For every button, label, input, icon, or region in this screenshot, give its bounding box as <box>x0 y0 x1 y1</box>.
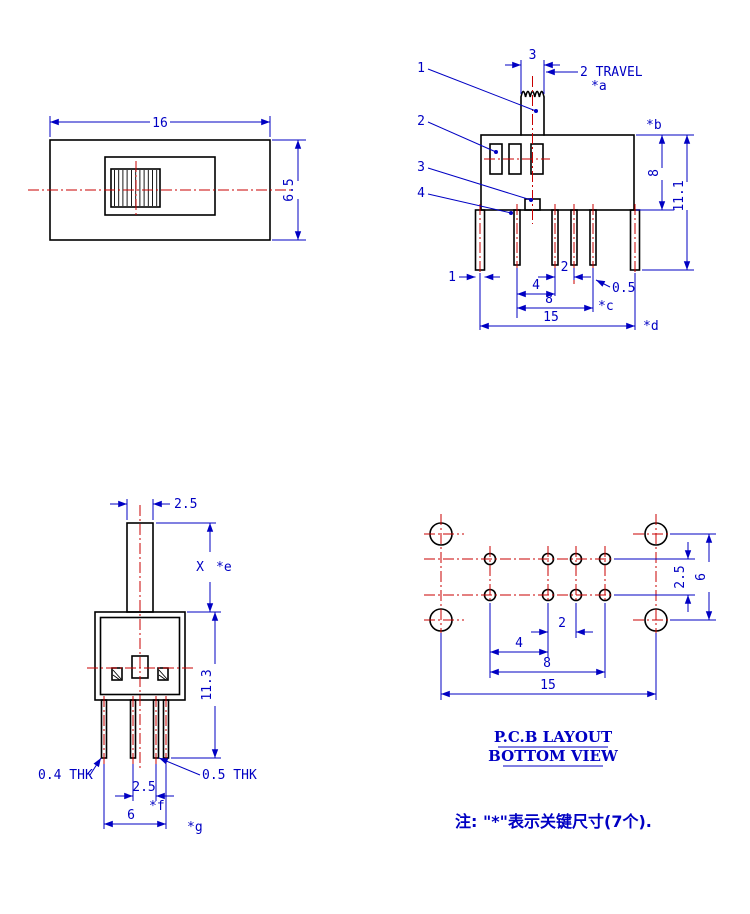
key-dimension-note: 注: "*"表示关键尺寸(7个). <box>455 812 652 831</box>
pcb-layout-view: 2.5 6 2 4 8 15 P.C.B LAYOUT BOTTOM VIEW <box>424 514 716 767</box>
dim-total-height: 11.1 <box>672 180 687 211</box>
dim-pin-row-pitch: 2.5 <box>132 780 155 795</box>
dim-body-height: 8 <box>647 169 662 177</box>
dim-hole-pitch-2: 2 <box>558 616 566 631</box>
dim-bracket-thk: 0.4 THK <box>38 768 93 783</box>
pcb-title-line1: P.C.B LAYOUT <box>494 728 613 746</box>
dim-pin-pitch-4: 4 <box>532 278 540 293</box>
part-label-2: 2 <box>417 114 425 129</box>
pcb-centerlines <box>424 514 672 640</box>
top-view-dimensions: 16 6.5 <box>49 116 306 241</box>
dim-top-width: 16 <box>152 116 168 131</box>
knob-hatch <box>114 170 158 206</box>
dim-bracket-pitch: 6 <box>127 808 135 823</box>
front-view: 1 2 3 4 3 2 TRAVEL *a *b 8 11.1 <box>417 48 694 334</box>
part-label-1: 1 <box>417 61 425 76</box>
key-dim-b: *b <box>646 118 662 133</box>
side-view-centerlines <box>87 505 193 770</box>
front-view-part-labels: 1 2 3 4 <box>417 61 538 215</box>
dim-hole-span-8: 8 <box>543 656 551 671</box>
key-dim-a: *a <box>591 79 607 94</box>
top-view-centerlines <box>28 161 292 215</box>
dim-knob-width: 3 <box>529 48 537 63</box>
dim-pin-thk: 0.5 THK <box>202 768 257 783</box>
key-dim-e: *e <box>216 560 232 575</box>
dim-travel: 2 TRAVEL <box>580 65 643 80</box>
dim-hole-span-15: 15 <box>540 678 556 693</box>
dim-row-pitch: 2.5 <box>673 565 688 588</box>
dim-pin-width: 0.5 <box>612 281 635 296</box>
side-view-dimensions: 2.5 X *e 11.3 0.4 THK 0.5 THK 2.5 *f 6 *… <box>38 497 257 835</box>
pcb-title-line2: BOTTOM VIEW <box>488 747 619 765</box>
front-view-dimensions: 3 2 TRAVEL *a *b 8 11.1 1 2 4 8 *c 1 <box>448 48 694 334</box>
dim-knob-thickness: 2.5 <box>174 497 197 512</box>
pcb-dimensions: 2.5 6 2 4 8 15 <box>440 533 716 700</box>
front-view-outline <box>474 90 641 271</box>
dim-bracket-width: 1 <box>448 270 456 285</box>
pcb-title: P.C.B LAYOUT BOTTOM VIEW <box>488 728 619 767</box>
dim-bracket-row-pitch: 6 <box>694 573 709 581</box>
part-label-3: 3 <box>417 160 425 175</box>
dim-overall-15: 15 <box>543 310 559 325</box>
part-label-4: 4 <box>417 186 425 201</box>
key-dim-f: *f <box>149 799 165 814</box>
dim-knob-height-x: X <box>196 560 204 575</box>
side-view: 2.5 X *e 11.3 0.4 THK 0.5 THK 2.5 *f 6 *… <box>38 497 257 835</box>
dim-hole-pitch-4: 4 <box>515 636 523 651</box>
dim-side-height: 11.3 <box>200 669 215 700</box>
dim-top-height: 6.5 <box>282 178 297 201</box>
dim-pin-span-8: 8 <box>545 292 553 307</box>
top-view: 16 6.5 <box>28 116 306 241</box>
key-dim-g: *g <box>187 820 203 835</box>
dim-pin-pitch-2: 2 <box>561 260 569 275</box>
key-dim-d: *d <box>643 319 659 334</box>
key-dim-c: *c <box>598 299 614 314</box>
